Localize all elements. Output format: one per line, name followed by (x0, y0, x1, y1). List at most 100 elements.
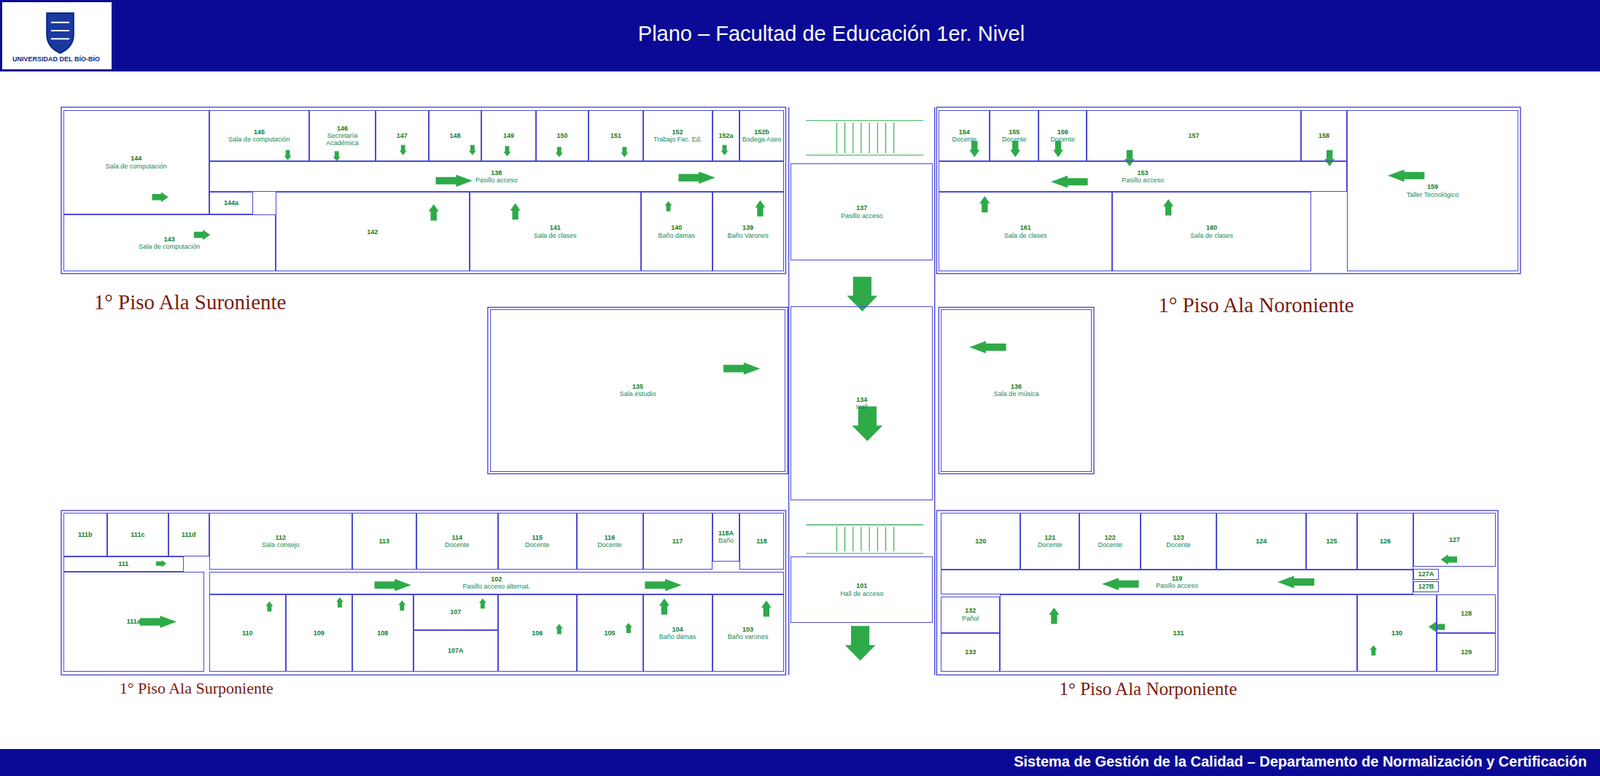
room-box: 152Trabajo Fac. Ed. (643, 110, 713, 162)
exit-arrow (979, 196, 990, 213)
room-number: 104 (672, 625, 684, 633)
exit-arrow (721, 145, 729, 156)
exit-arrow (761, 600, 772, 617)
room-box: 142 (275, 191, 470, 272)
room-box: 117 (643, 512, 713, 570)
room-box: 127 (1413, 512, 1496, 567)
room-box: 144a (209, 191, 254, 215)
room-box: 110 (209, 594, 286, 672)
room-number: 134 (856, 395, 868, 404)
room-number: 109 (313, 629, 325, 637)
exit-arrow (845, 625, 876, 661)
exit-arrow (1324, 150, 1335, 167)
exit-arrow (678, 171, 715, 184)
room-box: 104Baño damas (643, 594, 713, 672)
room-box: 113 (352, 512, 417, 570)
page-title: Plano – Facultad de Educación 1er. Nivel (116, 21, 1547, 46)
room-box: 160Sala de clases (1112, 191, 1312, 272)
room-box: 109 (285, 594, 353, 672)
logo-label: UNIVERSIDAD DEL BÍO-BÍO (2, 55, 110, 63)
room-box: 122Docente (1079, 512, 1141, 570)
room-number: 145 (253, 128, 265, 136)
room-number: 142 (366, 228, 378, 236)
room-name: Pasillo acceso (475, 176, 518, 184)
room-name: Bodega Aseo (742, 135, 782, 143)
exit-arrow (723, 362, 760, 375)
room-name: Sala de clases (1190, 231, 1234, 240)
room-number: 150 (556, 131, 568, 140)
room-box: 138Pasillo acceso (209, 161, 784, 192)
room-number: 130 (1391, 629, 1403, 637)
room-box: 148 (428, 110, 483, 162)
room-box: 150 (536, 110, 590, 162)
room-box: 152a (712, 110, 741, 162)
exit-arrow (399, 145, 407, 156)
room-name: Secretaría Académica (311, 131, 374, 148)
room-name: Sala consejo (261, 541, 300, 549)
exit-arrow (555, 147, 563, 158)
room-box: 119Pasillo acceso (940, 569, 1414, 595)
room-box: 157 (1086, 110, 1302, 162)
room-box: 101Hall de acceso (790, 556, 932, 623)
room-number: 105 (604, 629, 616, 637)
room-number: 106 (531, 629, 543, 637)
exit-arrow (140, 615, 177, 628)
room-number: 127A (1418, 570, 1435, 578)
room-box: 153Pasillo acceso (938, 161, 1347, 192)
exit-arrow (151, 191, 168, 203)
room-number: 152b (754, 128, 770, 136)
room-box: 129 (1436, 632, 1496, 672)
room-number: 118 (756, 537, 768, 545)
room-name: Sala estudio (619, 390, 657, 398)
exit-arrow (333, 150, 341, 162)
room-box: 103Baño varones (712, 594, 784, 672)
room-number: 117 (672, 537, 684, 545)
room-box: 111 (63, 556, 184, 572)
room-number: 143 (164, 235, 176, 243)
room-number: 152a (719, 131, 734, 140)
exit-arrow (1053, 140, 1064, 157)
room-box: 120 (940, 512, 1021, 570)
room-box: 152bBodega Aseo (739, 110, 784, 162)
room-box: 135Sala estudio (490, 309, 787, 472)
room-box: 147 (375, 110, 429, 162)
room-number: 136 (1010, 382, 1022, 391)
room-box: 144Sala de computación (63, 110, 210, 215)
room-name: Docente (444, 541, 470, 549)
exit-arrow (555, 623, 563, 634)
room-number: 110 (242, 629, 254, 637)
room-number: 122 (1104, 533, 1116, 542)
room-box: 143Sala de computación (63, 214, 276, 272)
room-name: Docente (1098, 541, 1124, 549)
room-number: 140 (670, 223, 682, 232)
room-number: 111d (181, 530, 197, 539)
room-number: 157 (1188, 131, 1200, 140)
room-number: 127 (1449, 536, 1460, 544)
room-box: 130 (1357, 594, 1437, 672)
room-box: 139Baño Varones (712, 191, 784, 272)
exit-arrow (1369, 645, 1377, 656)
room-name: Sala de computación (138, 242, 200, 251)
room-box: 154Docente (938, 110, 990, 162)
room-number: 101 (856, 581, 868, 590)
room-name: Docente (1166, 541, 1191, 549)
exit-arrow (659, 597, 670, 615)
wing-label: 1° Piso Ala Surponiente (119, 678, 274, 698)
exit-arrow (665, 201, 673, 212)
room-number: 116 (604, 533, 616, 542)
room-name: Sala de música (993, 390, 1040, 398)
stairs (805, 120, 924, 554)
exit-arrow (435, 174, 472, 187)
room-number: 158 (1318, 131, 1330, 140)
room-box: 141Sala de clases (469, 191, 642, 272)
room-number: 141 (549, 223, 561, 232)
room-number: 148 (449, 131, 461, 140)
room-number: 131 (1173, 629, 1185, 637)
room-name: Baño varones (727, 632, 769, 641)
room-number: 144a (223, 199, 239, 207)
room-box: 114Docente (416, 512, 499, 570)
room-number: 107A (447, 646, 464, 655)
room-number: 139 (742, 223, 754, 232)
room-name: Docente (1050, 135, 1076, 143)
room-number: 152 (672, 128, 684, 136)
